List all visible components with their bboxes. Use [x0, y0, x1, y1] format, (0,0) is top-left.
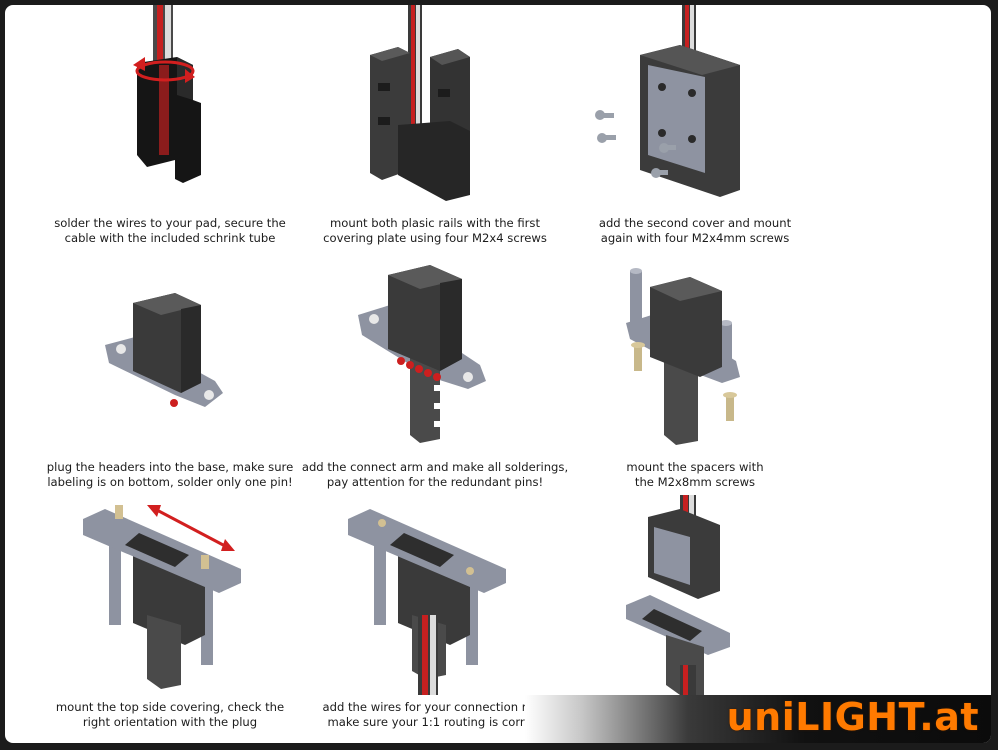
step-8-caption-line-1: add the wires for your connection map [322, 700, 548, 714]
step-8-caption-line-2: make sure your 1:1 routing is correct [327, 715, 543, 729]
step-2-illustration [370, 5, 470, 201]
step-7-illustration [83, 505, 241, 689]
step-3-caption-line-1: add the second cover and mount [598, 216, 792, 230]
step-4-caption-line-1: plug the headers into the base, make sur… [46, 460, 294, 474]
step-9-illustration [626, 495, 730, 695]
instruction-sheet: solder the wires to your pad, secure the… [5, 5, 991, 743]
step-1-caption-line-1: solder the wires to your pad, secure the [54, 216, 286, 230]
step-2-caption-line-2: covering plate using four M2x4 screws [323, 231, 547, 245]
step-7-caption-line-2: right orientation with the plug [82, 715, 258, 729]
step-3-caption-line-2: again with four M2x4mm screws [600, 231, 790, 245]
brand-logo: uniLIGHT.at [726, 695, 979, 739]
step-5-illustration [358, 265, 486, 443]
brand-banner: uniLIGHT.at [525, 695, 991, 743]
step-4-caption-line-2: labeling is on bottom, solder only one p… [47, 475, 293, 489]
step-2-caption-line-1: mount both plasic rails with the first [329, 216, 541, 230]
step-4-illustration [105, 293, 223, 407]
step-6-caption-line-2: the M2x8mm screws [634, 475, 756, 489]
step-8-illustration [348, 509, 506, 695]
step-6-caption-line-1: mount the spacers with [626, 460, 764, 474]
step-1-caption-line-2: cable with the included schrink tube [64, 231, 276, 245]
step-6-illustration [626, 268, 740, 445]
step-1-illustration [133, 5, 201, 183]
step-7-caption-line-1: mount the top side covering, check the [55, 700, 285, 714]
step-5-caption-line-2: pay attention for the redundant pins! [326, 475, 544, 489]
step-3-illustration [595, 5, 740, 197]
step-5-caption-line-1: add the connect arm and make all solderi… [301, 460, 569, 474]
